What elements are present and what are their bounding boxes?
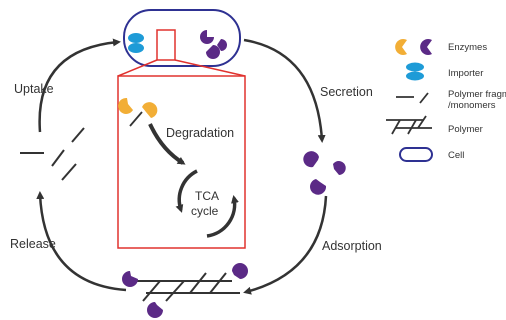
- zoom-line-right: [174, 59, 246, 77]
- legend-enzymes-label: Enzymes: [448, 42, 487, 53]
- legend-importer-label: Importer: [448, 68, 483, 79]
- degradation-arrow: [148, 123, 186, 165]
- adsorption-label: Adsorption: [322, 239, 382, 253]
- detail-fragment-icon: [129, 111, 143, 127]
- release-arrow: [36, 191, 127, 292]
- zoom-detail-box: [117, 75, 246, 249]
- zoom-line-left: [117, 59, 158, 77]
- legend-polymer-icon: [386, 115, 432, 135]
- legend-enzymes-icon: [395, 38, 432, 56]
- bottom-enzymes-icon: [122, 263, 248, 318]
- legend-cell-icon: [399, 147, 433, 162]
- detail-enzymes-icon: [118, 97, 158, 118]
- secretion-label: Secretion: [320, 85, 373, 99]
- tca-label-line2: cycle: [191, 204, 219, 218]
- released-fragments-icon: [20, 127, 85, 181]
- legend-cell-label: Cell: [448, 150, 464, 161]
- importer-icon: [128, 33, 144, 53]
- legend-fragments-icon: [396, 92, 429, 104]
- legend-importer-icon: [406, 62, 424, 81]
- tca-label-line1: TCA: [195, 189, 219, 203]
- release-label: Release: [10, 237, 56, 251]
- uptake-label: Uptake: [14, 82, 54, 96]
- cell-enzymes-icon: [200, 30, 227, 59]
- legend-polymer-label: Polymer: [448, 124, 483, 135]
- zoom-source-box: [156, 29, 176, 61]
- tca-arrow-left: [175, 169, 198, 213]
- legend-fragments-label-1: Polymer fragments: [448, 89, 506, 100]
- degradation-label: Degradation: [166, 126, 234, 140]
- secreted-enzymes-icon: [303, 151, 346, 195]
- legend-fragments-label-2: /monomers: [448, 100, 496, 111]
- secretion-arrow: [243, 38, 326, 143]
- tca-arrow-right: [206, 195, 239, 238]
- bottom-polymer-icon: [134, 272, 240, 302]
- uptake-arrow: [38, 38, 121, 133]
- cell-body: [123, 9, 241, 67]
- adsorption-arrow: [243, 195, 328, 295]
